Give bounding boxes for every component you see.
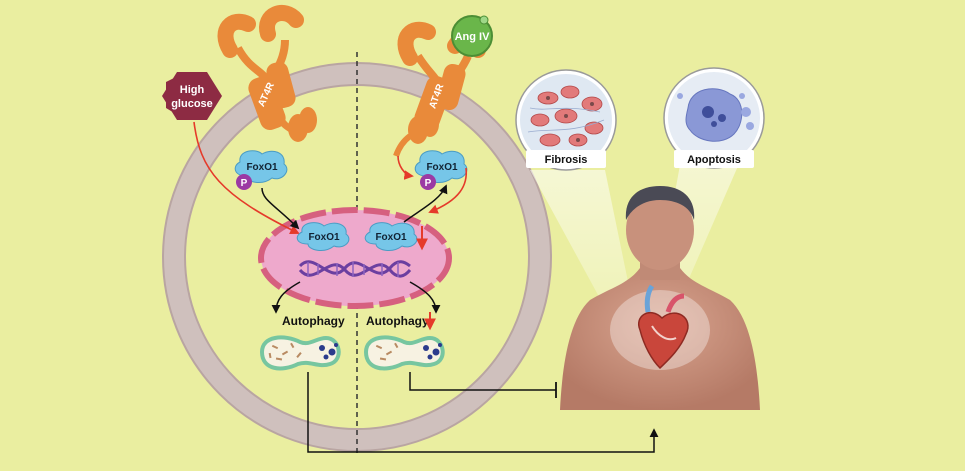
at4r-receptor-left bbox=[217, 5, 317, 142]
phospho-left bbox=[236, 174, 252, 190]
ligand-label: Ang IV bbox=[455, 31, 490, 43]
arrow-receptor-right-red bbox=[397, 155, 414, 180]
autophagosome-right bbox=[363, 335, 445, 371]
fox-left-nucleus-label: FoxO1 bbox=[308, 232, 340, 243]
high-glucose-label-2: glucose bbox=[171, 98, 213, 110]
phospho-left-label: P bbox=[241, 178, 248, 189]
fox-left-nucleus bbox=[296, 222, 350, 251]
high-glucose-label-1: High bbox=[180, 84, 205, 96]
fox-right-nucleus bbox=[364, 222, 418, 251]
ang-iv-ligand bbox=[451, 15, 493, 57]
fox-right-top-label: FoxO1 bbox=[426, 162, 458, 173]
heart bbox=[637, 284, 689, 370]
autophagy-right-label: Autophagy bbox=[366, 314, 429, 328]
apoptosis-circle bbox=[663, 67, 765, 169]
arrow-to-autophagy-left bbox=[271, 281, 301, 314]
apoptosis-label: Apoptosis bbox=[687, 154, 741, 166]
fibrosis-circle bbox=[515, 69, 617, 171]
phospho-right-label: P bbox=[425, 178, 432, 189]
arrow-to-autophagy-right bbox=[409, 281, 441, 314]
high-glucose-arrow bbox=[193, 121, 300, 234]
fox-left-top-label: FoxO1 bbox=[246, 162, 278, 173]
arrow-nucleus-to-fox bbox=[403, 184, 448, 223]
phospho-right bbox=[420, 174, 436, 190]
autophagy-left-label: Autophagy bbox=[282, 314, 345, 328]
fibrosis-label: Fibrosis bbox=[545, 154, 588, 166]
arrow-fox-right-red bbox=[428, 167, 468, 214]
at4r-receptor-right bbox=[393, 21, 486, 158]
human-figure bbox=[560, 186, 760, 410]
connector-right-inhibit bbox=[409, 372, 556, 391]
autophagosome-left bbox=[259, 335, 341, 371]
nucleus bbox=[258, 207, 452, 309]
connector-left-to-body bbox=[307, 372, 659, 453]
high-glucose-hexagon bbox=[162, 72, 222, 120]
fox-right-nucleus-label: FoxO1 bbox=[375, 232, 407, 243]
dna-helix bbox=[298, 260, 412, 278]
arrow-fox-to-nucleus bbox=[261, 187, 300, 230]
